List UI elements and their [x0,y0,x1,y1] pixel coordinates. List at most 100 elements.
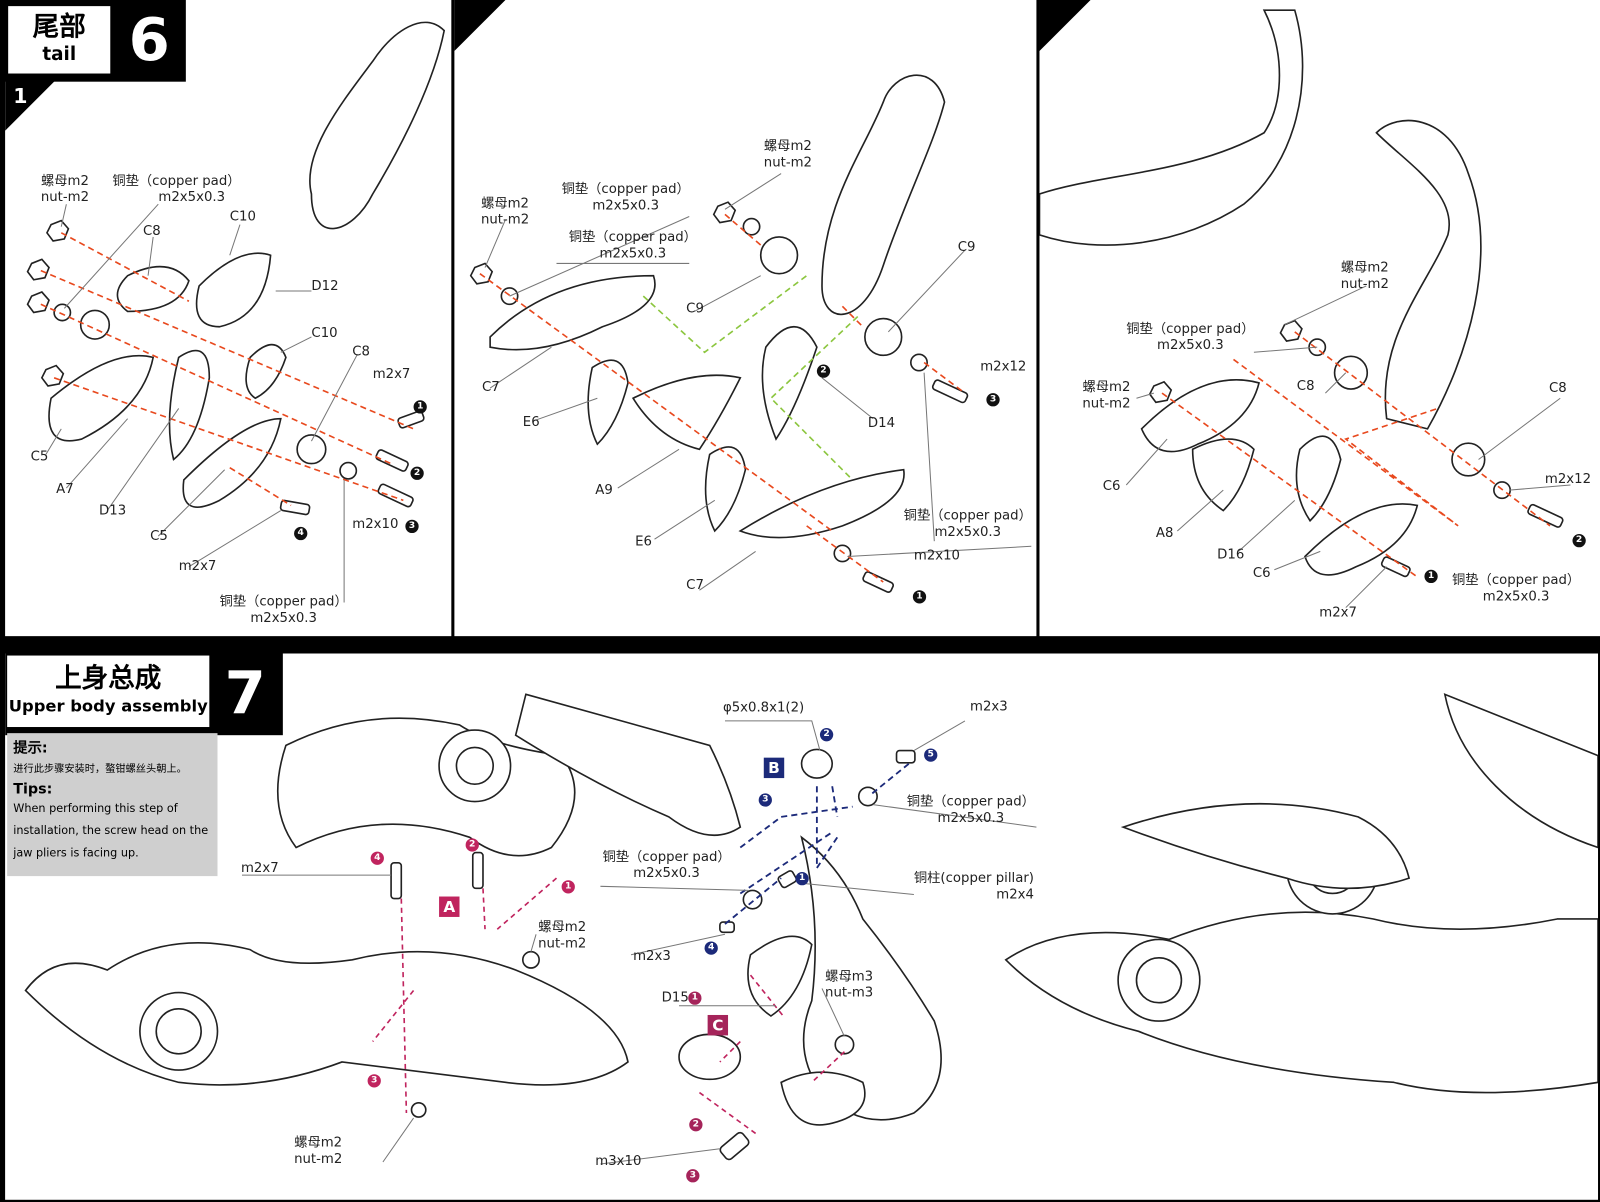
panel-number: 1 [5,79,57,131]
part-label: m2x7 [372,366,411,382]
step-number: 6 [128,5,170,75]
part-label: C9 [686,301,704,317]
label-size: m2x5x0.3 [1157,337,1224,354]
tips-text-en: When performing this step of installatio… [13,801,209,860]
part-label: C8 [142,223,161,239]
part-label: m2x10 [913,548,961,564]
step7-header: 上身总成 Upper body assembly 7 [5,653,283,736]
panel-number: 2 [454,0,506,80]
label-size: m2x5x0.3 [934,524,1002,541]
step-title-en: tail [42,43,77,66]
label-cn: 铜垫（copper pad） [561,181,690,198]
label-size: m2x5x0.3 [250,610,317,626]
part-label: m2x3 [633,948,671,964]
part-label: m2x7 [1319,605,1357,621]
label-size: m2x5x0.3 [633,865,700,882]
part-label: C7 [481,379,500,396]
step-badge: 1 [413,400,427,414]
step-title-box: 上身总成 Upper body assembly [7,655,210,728]
panel1-drawing [26,21,446,603]
tips-box: 提示: 进行此步骤安装时，螯钳螺丝头朝上。 Tips: When perform… [7,733,218,877]
label-en: nut-m2 [480,212,530,228]
step-number: 7 [224,658,266,729]
step7-panel: 上身总成 Upper body assembly 7 提示: 进行此步骤安装时，… [5,653,1599,1200]
part-label: C10 [229,209,256,225]
label-size: m2x5x0.3 [1482,589,1550,605]
part-label: A7 [56,481,74,498]
label-en: nut-m2 [1340,276,1389,293]
tips-heading-cn: 提示: [13,740,48,757]
part-label: C7 [686,577,704,594]
part-label: D13 [99,503,127,519]
step-badge: 2 [816,364,831,378]
step-badge: 5 [924,748,938,762]
label-copper-pad: 铜垫（copper pad）m2x5x0.3 [1452,573,1580,606]
label-cn: 螺母m3 [825,969,874,985]
step-badge: 1 [912,590,927,604]
step6-header: 尾部 tail 6 [0,0,186,82]
label-cn: 铜垫（copper pad） [1452,572,1581,589]
part-label: m2x12 [980,359,1027,375]
step-badge: 4 [704,941,718,955]
step-badge: 3 [686,1169,700,1183]
label-cn: 铜垫（copper pad） [112,173,241,189]
step-badge: 1 [688,991,702,1005]
callout-b: B [763,757,785,779]
panel-number-text: 1 [13,83,28,109]
label-en: nut-m2 [40,189,90,206]
label-copper-pad: 铜垫（copper pad）m2x5x0.3 [562,182,690,215]
part-label: m2x7 [178,558,217,574]
tips-text-cn: 进行此步骤安装时，螯钳螺丝头朝上。 [13,763,187,776]
label-size: m2x5x0.3 [592,198,660,214]
label-cn: 铜垫（copper pad） [219,594,348,610]
step-badge: 3 [367,1074,381,1088]
step-badge: 3 [758,793,772,807]
step-badge: 1 [1424,569,1438,584]
label-cn: 铜垫（copper pad） [903,508,1032,524]
step-badge: 2 [1572,534,1586,548]
tips-heading-en: Tips: [13,781,53,798]
label-cn: 螺母m2 [763,138,812,155]
part-label: C6 [1252,565,1271,582]
label-en: nut-m2 [763,155,812,171]
step-badge: 3 [405,519,419,534]
step-badge: 1 [795,872,809,886]
part-label: D16 [1217,547,1245,563]
label-copper-pad: 铜垫（copper pad）m2x5x0.3 [569,230,697,263]
step-badge: 2 [689,1118,703,1132]
step-title-box: 尾部 tail [8,6,111,74]
step-badge: 2 [819,728,834,742]
label-en: nut-m2 [1082,396,1131,412]
step7-drawing [24,693,1599,1165]
label-size: m2x5x0.3 [937,810,1005,827]
label-cn: 螺母m2 [538,920,587,936]
part-label: C5 [150,528,168,545]
panel3-drawing [1039,9,1571,608]
step-badge: 1 [561,880,575,894]
label-en: nut-m2 [538,936,587,952]
part-label: m2x7 [240,860,279,877]
label-cn: 螺母m2 [294,1135,343,1151]
part-label: C8 [352,344,371,360]
part-label: φ5x0.8x1(2) [722,700,805,716]
part-label: E6 [635,534,652,550]
callout-c: C [707,1014,729,1036]
panel-number-text: 2 [462,55,477,80]
label-cn: 铜柱(copper pillar) [913,870,1034,887]
label-cn: 螺母m2 [40,173,89,189]
part-label: E6 [522,414,540,430]
label-cn: 铜垫（copper pad） [568,229,697,246]
panel2-drawing [469,74,1032,593]
step-title-en: Upper body assembly [8,696,208,716]
panel-number-text: 3 [1047,55,1062,80]
panel-number: 3 [1039,0,1091,80]
part-label: D14 [867,415,896,431]
